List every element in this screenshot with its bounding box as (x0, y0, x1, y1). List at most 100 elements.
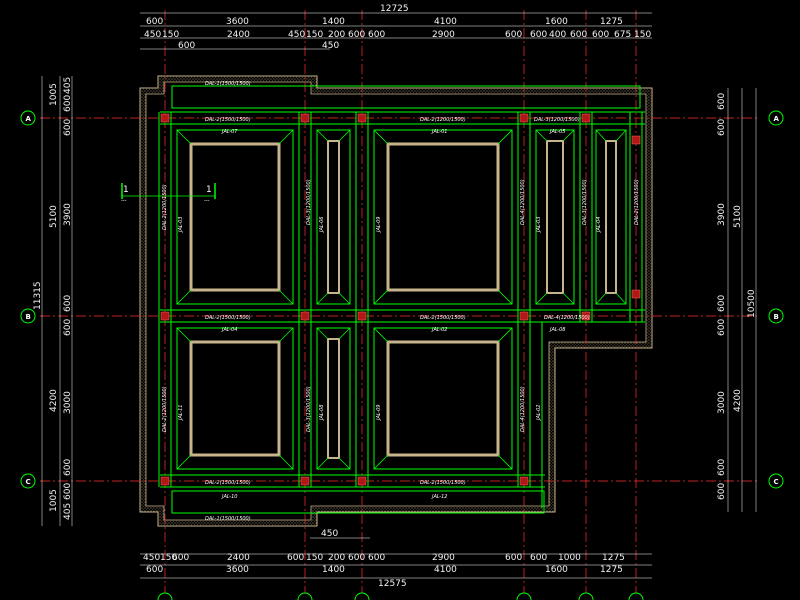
section-mark-right-label: 1 (206, 185, 212, 195)
axis-bubble-bottom (628, 592, 644, 600)
bottom-dim-texts: 450 450 150 600 2400 600 150 200 600 600… (143, 529, 625, 589)
slab-label-v8: JAL-09 (376, 405, 382, 421)
svg-text:C: C (774, 478, 779, 486)
column (357, 113, 367, 123)
right-dim-texts: 600 600 3900 600 600 3000 600 600 5100 4… (717, 93, 757, 500)
beam-label-v7: DAL-3(1200/1500) (306, 386, 312, 432)
svg-text:B: B (774, 313, 779, 321)
beam-top-strip (171, 85, 641, 109)
left-dimensions (41, 76, 73, 526)
column (581, 113, 591, 123)
panel-top-narrow-2 (535, 129, 575, 305)
column (357, 311, 367, 321)
slab-label-v9: JAL-02 (536, 405, 542, 421)
panel-bottom-center (373, 327, 513, 470)
beam-bottom-strip (171, 490, 545, 514)
top-dimensions (140, 12, 652, 50)
top-detail-dim: 150 (634, 30, 651, 40)
top-axis-dim: 600 (146, 17, 163, 27)
bottom-detail-dim: 150 (306, 553, 323, 563)
top-small-dim: 450 (322, 41, 339, 51)
slab-label-a3: JAL-05 (549, 129, 565, 135)
section-mark-right-sub: --- (204, 198, 210, 204)
bottom-detail-dim: 600 (348, 553, 365, 563)
bottom-axis-dim: 1275 (600, 565, 623, 575)
svg-text:B: B (26, 313, 31, 321)
beam-labels: DAL-1(1500/1500) DAL-2(1500/1500) DAL-2(… (162, 81, 640, 522)
top-detail-dim: 400 (549, 30, 566, 40)
left-detail-dim: 600 (63, 459, 73, 476)
slab-label-v3: JAL-09 (376, 217, 382, 233)
columns (160, 113, 641, 486)
panel-top-left (176, 129, 294, 305)
axis-bubble-left-b: B (20, 308, 36, 324)
beam-label-v5: DAL-2(1200/1500) (634, 179, 640, 225)
bottom-detail-dim: 200 (328, 553, 345, 563)
panel-top-narrow-3 (595, 129, 627, 305)
beam-label-top: DAL-1(1500/1500) (205, 81, 251, 87)
section-mark-left-label: 1 (123, 185, 129, 195)
top-dim-texts: 12725 600 3600 1400 4100 1600 1275 450 1… (144, 4, 651, 51)
beam-label-b3: DAL-4(1200/1500) (544, 315, 590, 321)
right-total-dim: 10500 (747, 289, 757, 318)
top-axis-dim: 1600 (545, 17, 568, 27)
right-detail-dim: 600 (717, 119, 727, 136)
left-detail-dim: 405 (63, 503, 73, 520)
slab-label-v7: JAL-08 (319, 405, 325, 421)
slab-label-c1: JAL-10 (221, 494, 237, 500)
column (160, 311, 170, 321)
top-detail-dim: 600 (592, 30, 609, 40)
right-detail-dim: 3000 (717, 391, 727, 414)
beam-label-c2: DAL-2(1500/1500) (420, 480, 466, 486)
bottom-axis-dim: 3600 (226, 565, 249, 575)
beam-label-bottom: DAL-1(1500/1500) (205, 516, 251, 522)
slab-label-v1: JAL-03 (178, 217, 184, 233)
column (519, 311, 529, 321)
bottom-axis-dim: 1400 (322, 565, 345, 575)
axis-bubbles: A B C A B C (20, 110, 784, 600)
slab-label-v6: JAL-11 (178, 405, 184, 421)
column (581, 311, 591, 321)
top-total-dim: 12725 (380, 4, 409, 14)
top-detail-dim: 150 (162, 30, 179, 40)
column (300, 311, 310, 321)
top-detail-dim: 600 (348, 30, 365, 40)
top-detail-dim: 450 (288, 30, 305, 40)
top-detail-dim: 2900 (432, 30, 455, 40)
axis-bubble-bottom (297, 592, 313, 600)
bottom-detail-dim: 2400 (227, 553, 250, 563)
bottom-detail-dim: 450 (143, 553, 160, 563)
bottom-detail-dim: 1275 (602, 553, 625, 563)
beam-lines (158, 85, 645, 514)
slab-label-a2: JAL-01 (431, 129, 447, 135)
slab-label-b3: JAL-08 (549, 327, 565, 333)
bottom-axis-dim: 4100 (434, 565, 457, 575)
bottom-total-dim: 12575 (378, 579, 407, 589)
column (160, 476, 170, 486)
panel-bottom-left (176, 327, 294, 470)
bottom-detail-dim: 600 (172, 553, 189, 563)
panel-bottom-narrow (316, 327, 351, 470)
beam-label-b1: DAL-2(1500/1500) (205, 315, 251, 321)
panel-top-narrow-1 (316, 129, 351, 305)
column (357, 476, 367, 486)
slab-label-b2: JAL-02 (431, 327, 447, 333)
top-detail-dim: 600 (368, 30, 385, 40)
section-mark: 1 1 --- --- (121, 183, 216, 204)
column (160, 113, 170, 123)
beam-label-v1: DAL-2(1200/1500) (162, 184, 168, 230)
beam-label-v6: DAL-2(1200/1500) (162, 386, 168, 432)
beam-label-b2: DAL-2(1500/1500) (420, 315, 466, 321)
slab-label-v4: JAL-03 (536, 217, 542, 233)
column (631, 135, 641, 145)
axis-bubble-right-c: C (768, 473, 784, 489)
bottom-dimensions (140, 537, 652, 579)
beam-label-v3: DAL-4(1200/1500) (520, 179, 526, 225)
axis-bubble-left-c: C (20, 473, 36, 489)
left-detail-dim: 3000 (63, 391, 73, 414)
bottom-detail-dim: 600 (530, 553, 547, 563)
bottom-detail-dim: 600 (505, 553, 522, 563)
top-detail-dim: 600 (570, 30, 587, 40)
column (300, 113, 310, 123)
beam-label-v2: DAL-3(1200/1500) (306, 179, 312, 225)
